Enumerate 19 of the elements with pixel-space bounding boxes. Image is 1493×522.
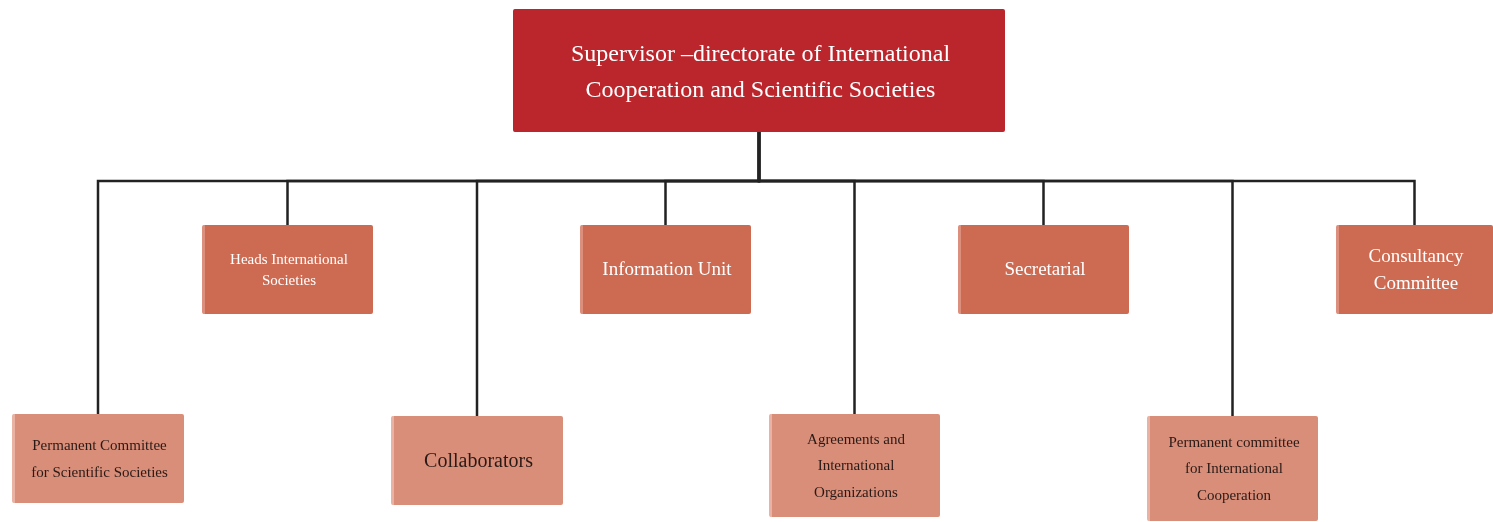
- unit-box: [1336, 225, 1493, 314]
- unit-label: Permanent committee for International Cooperation: [1167, 433, 1301, 505]
- unit-label: Permanent Committee for Scientific Societies: [30, 436, 169, 482]
- unit-label: Heads International Societies: [229, 249, 349, 290]
- unit-label: Agreements and International Organizations: [806, 430, 906, 502]
- title-box: [513, 9, 1005, 132]
- unit-box: [580, 225, 751, 314]
- unit-label: Consultancy Committee: [1367, 243, 1465, 295]
- unit-box: [958, 225, 1129, 314]
- unit-label: Supervisor –directorate of International Cooperation and Scientific Societies: [569, 38, 952, 104]
- unit-box: [12, 414, 184, 503]
- connector-line: [757, 132, 1416, 225]
- unit-box: [202, 225, 373, 314]
- unit-box: [769, 414, 940, 517]
- unit-label: Information Unit: [602, 257, 732, 282]
- unit-label: Collaborators: [424, 448, 533, 473]
- unit-box: [1147, 416, 1318, 521]
- unit-box: [391, 416, 563, 505]
- unit-label: Secretarial: [1004, 257, 1086, 282]
